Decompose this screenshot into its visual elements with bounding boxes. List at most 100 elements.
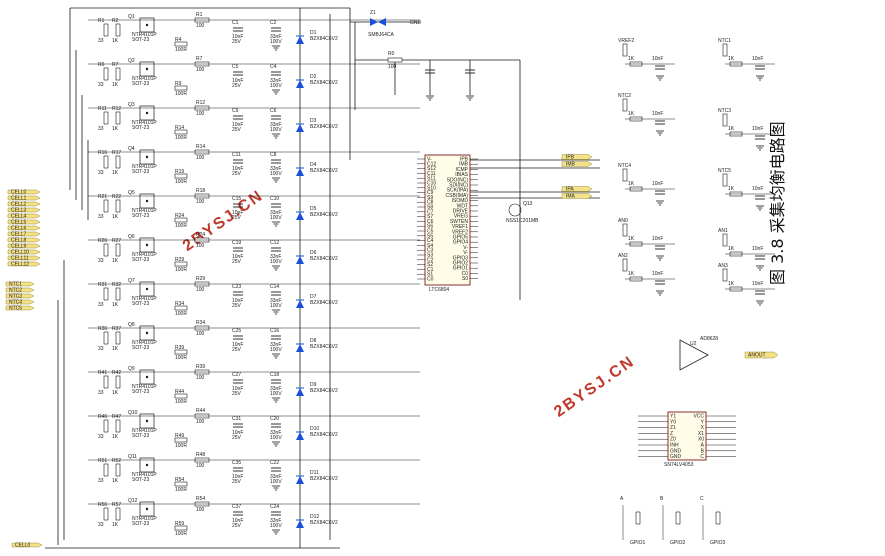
cell-connector: CELL7 — [7, 231, 41, 238]
sense-resistor — [174, 85, 188, 91]
filter-cap-val: 10nF — [232, 78, 243, 84]
zener-diode-body — [296, 300, 304, 308]
iso-connector-flag — [561, 193, 593, 199]
ntc-connector-flag — [5, 299, 35, 305]
cell-connector-flag — [7, 231, 41, 237]
mosfet-part: NTR4101P — [132, 76, 157, 82]
filter-cap-volt: 25V — [232, 259, 242, 265]
sense-resistor-val: 100R — [175, 355, 187, 361]
chip-left-pin-label: S11 — [427, 176, 436, 182]
filter-cap2-volt: 100V — [270, 391, 282, 397]
gate-resistor-ref: R7 — [196, 56, 203, 62]
ntc-connector: NTC1 — [5, 281, 35, 288]
channel-bleed-resistor-b — [115, 243, 121, 257]
channel-res-label-a: R1 — [98, 18, 105, 24]
chip-right-pin-label: GPIO2 — [453, 261, 469, 267]
zener-ref: D2 — [310, 74, 317, 80]
zener-part: BZX84C6V2 — [310, 344, 338, 350]
chip-left-pin-label: S7 — [427, 214, 433, 220]
iso-connector-label: IMA — [566, 194, 576, 200]
channel-res-label-a: R56 — [98, 502, 107, 508]
mosfet-part: NTR4101P — [132, 516, 157, 522]
mosfet-part: NTR4101P — [132, 120, 157, 126]
channel-bleed-resistor-a — [103, 463, 109, 477]
zener-part: BZX84C6V2 — [310, 432, 338, 438]
ntc-connector-flag — [5, 281, 35, 287]
filter-cap-volt: 25V — [232, 83, 242, 89]
iso-connector: IMB — [561, 161, 593, 168]
filter-cap2-val: 33nF — [270, 122, 281, 128]
cluster-res-val: 1K — [728, 281, 735, 287]
sense-resistor-ref: R4 — [175, 37, 182, 43]
mosfet-ref: Q7 — [128, 278, 135, 284]
gate-resistor-ref: R29 — [196, 276, 205, 282]
sense-resistor-ref: R44 — [175, 389, 184, 395]
channel-res-val-b: 1K — [112, 302, 119, 308]
chip-right-pin-label: V- — [463, 250, 468, 256]
ntc-connector: NTC3 — [5, 294, 35, 300]
zener-part: BZX84C6V2 — [310, 212, 338, 218]
bottom-net-gpio: GPIO1 — [630, 540, 646, 546]
cell-connector: CELL0 — [7, 190, 41, 196]
cell-connector: CELL9 — [7, 244, 41, 250]
mosfet-pkg: SOT-23 — [132, 477, 149, 483]
filter-cap2-val: 33nF — [270, 34, 281, 40]
bottom-net-label: A — [620, 496, 624, 502]
gate-resistor-ref: R54 — [196, 496, 205, 502]
channel-res-label-b: R12 — [112, 106, 121, 112]
sense-resistor-val: 100R — [175, 135, 187, 141]
chip-name: LTC6804 — [429, 287, 449, 293]
zener-part: BZX84C6V2 — [310, 300, 338, 306]
filter-cap2-ref: C2 — [270, 20, 277, 26]
bottom-net-gpio: GPIO3 — [710, 540, 726, 546]
tvs-part: SMBJ64CA — [368, 32, 395, 38]
mosfet-ref: Q5 — [128, 190, 135, 196]
channel-bleed-resistor-a — [103, 419, 109, 433]
filter-cap-val: 10nF — [232, 430, 243, 436]
chip-right-pin-label: VREF1 — [452, 224, 468, 230]
gate-resistor-ref: R12 — [196, 100, 205, 106]
mux-left-pin-label: GND — [670, 448, 682, 454]
filter-cap2-ref: C8 — [270, 152, 277, 158]
chip-left-pin-label: S2 — [427, 262, 433, 268]
mosfet-pkg: SOT-23 — [132, 125, 149, 131]
channel-bleed-resistor-b — [115, 507, 121, 521]
cluster-resistor — [722, 233, 728, 247]
mosfet-part: NTR4101P — [132, 32, 157, 38]
channel-bleed-resistor-a — [103, 375, 109, 389]
mosfet-ref: Q11 — [128, 454, 137, 460]
channel-bleed-resistor-a — [103, 199, 109, 213]
iso-connector-flag — [561, 186, 593, 192]
chip-left-pin-label: S4 — [427, 243, 433, 249]
cluster-cap-val: 10nF — [652, 236, 663, 242]
gate-resistor-val: 100 — [196, 331, 205, 337]
filter-cap-volt: 25V — [232, 39, 242, 45]
cell-connector-label: CELL6 — [11, 226, 27, 232]
channel-bleed-resistor-a — [103, 67, 109, 81]
filter-cap2-ref: C4 — [270, 64, 277, 70]
zener-part: BZX84C6V2 — [310, 256, 338, 262]
sense-resistor — [174, 261, 188, 267]
filter-cap-val: 10nF — [232, 254, 243, 260]
cell-connector: CELL1 — [7, 196, 41, 202]
bottom-cell-connector: CELL0 — [11, 543, 43, 549]
cell-connector-label: CELL0 — [11, 190, 27, 196]
mosfet-part: NTR4101P — [132, 384, 157, 390]
cluster-net-label: NTC2 — [618, 93, 631, 99]
mosfet-pkg: SOT-23 — [132, 169, 149, 175]
ntc-connector-flag — [5, 287, 35, 293]
sense-resistor-val: 100R — [175, 531, 187, 537]
gate-resistor-ref: R34 — [196, 320, 205, 326]
gate-resistor-val: 100 — [196, 419, 205, 425]
sense-resistor-val: 100R — [175, 443, 187, 449]
mosfet-pkg: SOT-23 — [132, 81, 149, 87]
ntc-connector-label: NTC1 — [9, 282, 22, 288]
mosfet-body — [139, 501, 155, 517]
channel-res-val-a: 33 — [98, 434, 104, 440]
zener-diode-body — [296, 344, 304, 352]
